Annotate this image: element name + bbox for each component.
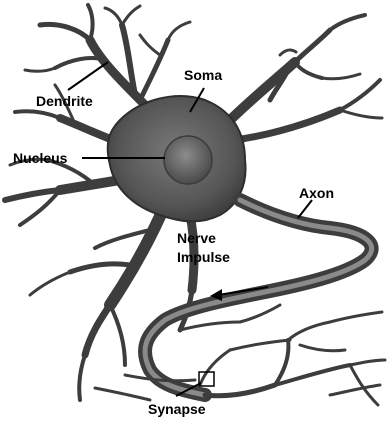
dendrite-label: Dendrite [36, 93, 93, 109]
dendrites-upper-right [225, 15, 382, 140]
dendrites-lower [30, 205, 194, 400]
soma-label: Soma [184, 67, 222, 83]
axon-label: Axon [299, 185, 334, 201]
nucleus-label: Nucleus [13, 150, 68, 166]
synapse-label: Synapse [148, 401, 206, 417]
nucleus-shape [164, 136, 212, 184]
nerve-impulse-label-line2: Impulse [177, 249, 230, 265]
nerve-impulse-label-line1: Nerve [177, 230, 216, 246]
dendrite-pointer-line [68, 62, 108, 90]
axon-pointer-line [298, 200, 312, 218]
